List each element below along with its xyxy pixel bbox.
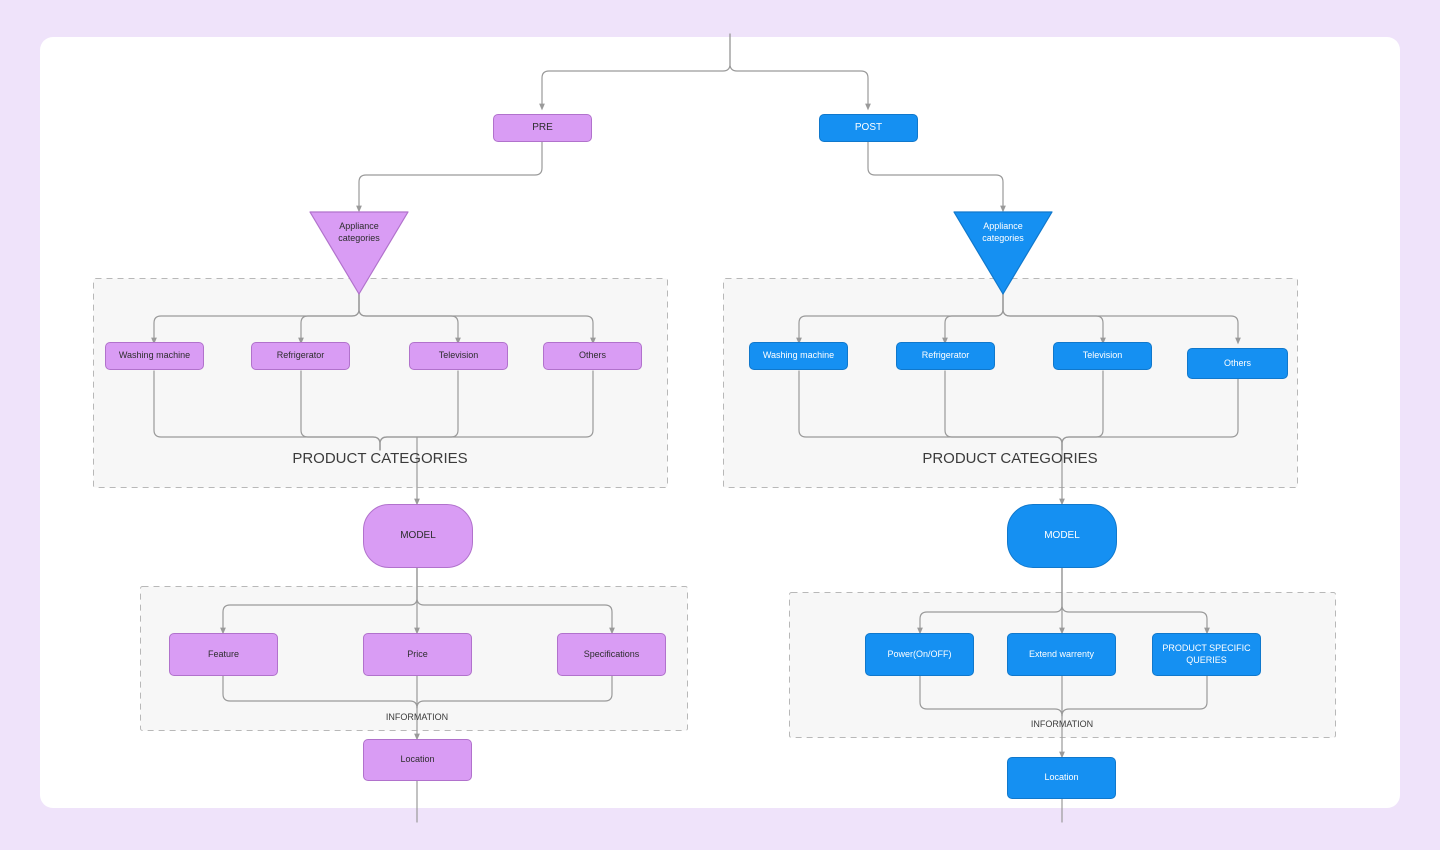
psq-line1: PRODUCT SPECIFIC [1162, 643, 1251, 654]
node-category-television-left[interactable]: Television [409, 342, 508, 370]
node-category-refrigerator-right[interactable]: Refrigerator [896, 342, 995, 370]
decision-label-wrap-right: Appliance categories [954, 212, 1052, 294]
decision-label-left-line2: categories [338, 233, 380, 243]
node-category-refrigerator-left-label: Refrigerator [276, 350, 325, 361]
node-info-extend-warranty-label: Extend warrenty [1028, 648, 1095, 659]
node-info-power[interactable]: Power(On/OFF) [865, 633, 974, 676]
node-category-others-left-label: Others [578, 350, 606, 361]
node-pre-label: PRE [532, 121, 553, 133]
node-pre[interactable]: PRE [493, 114, 592, 142]
decision-node-appliance-categories-right[interactable] [953, 211, 1053, 295]
node-info-feature-label: Feature [207, 648, 240, 659]
node-model-right-label: MODEL [1044, 529, 1080, 541]
node-category-washing-machine-left-label: Washing machine [118, 350, 191, 361]
node-category-others-right-label: Others [1223, 357, 1251, 368]
node-category-television-left-label: Television [438, 350, 479, 361]
node-info-power-label: Power(On/OFF) [887, 648, 952, 659]
node-info-specifications-label: Specifications [583, 648, 640, 659]
decision-label-left-line1: Appliance [339, 221, 379, 231]
node-location-right[interactable]: Location [1007, 757, 1116, 799]
node-info-extend-warranty[interactable]: Extend warrenty [1007, 633, 1116, 676]
node-model-right[interactable]: MODEL [1007, 504, 1117, 568]
node-category-television-right-label: Television [1082, 350, 1123, 361]
node-post[interactable]: POST [819, 114, 918, 142]
group-product-categories-left [93, 278, 668, 488]
node-model-left[interactable]: MODEL [363, 504, 473, 568]
node-info-product-specific-queries-label: PRODUCT SPECIFIC QUERIES [1156, 643, 1256, 666]
node-model-left-label: MODEL [400, 529, 436, 541]
decision-label-right-line2: categories [982, 233, 1024, 243]
node-location-right-label: Location [1044, 772, 1079, 783]
node-category-refrigerator-right-label: Refrigerator [921, 350, 970, 361]
node-category-television-right[interactable]: Television [1053, 342, 1152, 370]
decision-label-wrap-left: Appliance categories [310, 212, 408, 294]
node-category-others-right[interactable]: Others [1187, 348, 1288, 379]
node-category-washing-machine-right-label: Washing machine [762, 350, 835, 361]
group-label-product-categories-right: PRODUCT CATEGORIES [922, 450, 1098, 467]
decision-node-appliance-categories-left[interactable] [309, 211, 409, 295]
group-label-product-categories-left: PRODUCT CATEGORIES [292, 450, 468, 467]
node-location-left-label: Location [400, 754, 435, 765]
node-category-washing-machine-left[interactable]: Washing machine [105, 342, 204, 370]
node-info-price[interactable]: Price [363, 633, 472, 676]
group-label-information-left: INFORMATION [385, 712, 449, 722]
node-info-price-label: Price [407, 648, 428, 659]
node-info-specifications[interactable]: Specifications [557, 633, 666, 676]
psq-line2: QUERIES [1186, 654, 1227, 665]
node-category-washing-machine-right[interactable]: Washing machine [749, 342, 848, 370]
decision-label-right-line1: Appliance [983, 221, 1023, 231]
node-category-refrigerator-left[interactable]: Refrigerator [251, 342, 350, 370]
group-label-information-right: INFORMATION [1030, 719, 1094, 729]
node-category-others-left[interactable]: Others [543, 342, 642, 370]
node-info-product-specific-queries[interactable]: PRODUCT SPECIFIC QUERIES [1152, 633, 1261, 676]
node-post-label: POST [854, 121, 883, 133]
node-info-feature[interactable]: Feature [169, 633, 278, 676]
node-location-left[interactable]: Location [363, 739, 472, 781]
group-product-categories-right [723, 278, 1298, 488]
